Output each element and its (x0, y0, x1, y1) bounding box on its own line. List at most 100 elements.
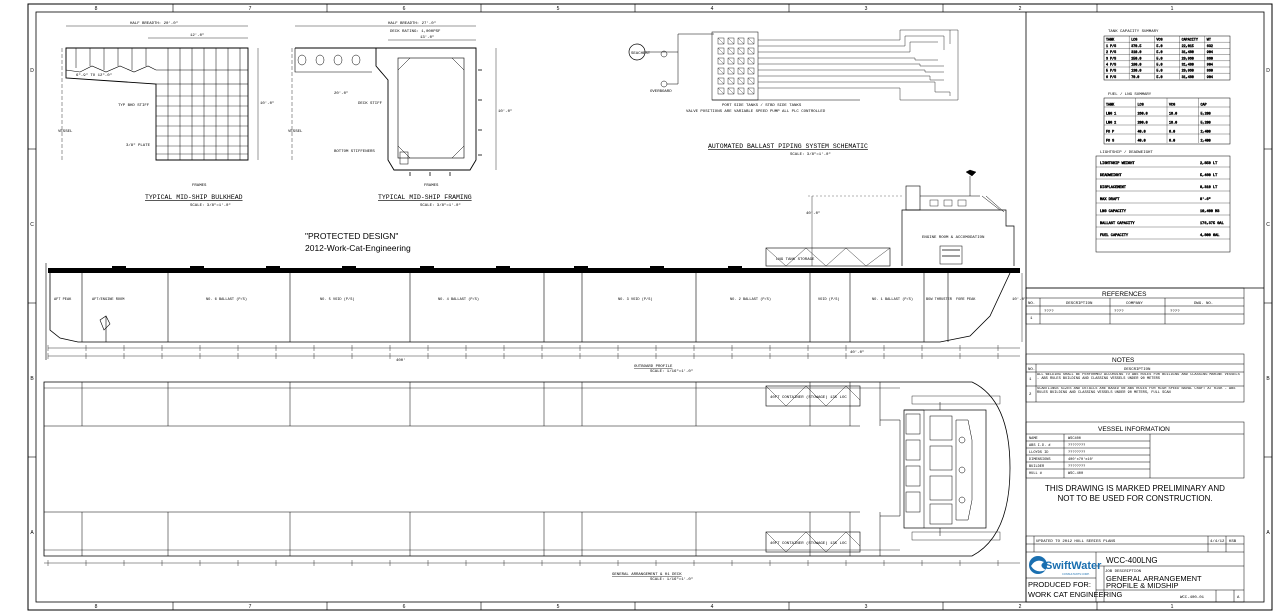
vessel-info-value: ???????? (1068, 444, 1085, 448)
table-second-cell: 2,400 (1201, 140, 1211, 144)
table-third-value: 176,375 GAL (1200, 222, 1224, 226)
notes-table (1025, 353, 1245, 403)
deck-plan-label: GENERAL ARRANGEMENT & 01 DECK (612, 573, 682, 577)
table-main-title: TANK CAPACITY SUMMARY (1108, 30, 1159, 34)
table-second-cell: VCG (1169, 104, 1175, 108)
vessel-info-table (1025, 421, 1245, 479)
bulkhead-half-breadth: HALF BREADTH: 20'-0" (130, 21, 178, 26)
table-main-cell: LCG (1131, 39, 1137, 43)
table-second-cell: 40.0 (1138, 140, 1146, 144)
table-main-cell: 31,480 (1182, 51, 1194, 55)
col-label: 8 (95, 6, 98, 12)
protected-design-line1: "PROTECTED DESIGN" (305, 231, 399, 241)
references-header: DESCRIPTION (1066, 302, 1093, 306)
references-header: NO. (1028, 302, 1035, 306)
table-main-cell: 4 P/S (1106, 63, 1116, 68)
profile-compartment-label: NO. 4 BALLAST (P/S) (438, 297, 479, 302)
ballast-schematic: SEACHEST OVERBOARD PORT SIDE TANKS / STB… (628, 29, 959, 114)
framing-section: HALF BREADTH: 27'-0" DECK RATING: 1,000P… (288, 21, 512, 188)
col-label: 2 (1019, 6, 1022, 12)
notes-header: NO. (1028, 368, 1035, 372)
references-cell: 1 (1030, 317, 1033, 321)
deck-tank-label-2: 40FT CONTAINER (STOWAGE) 135 LOC (770, 541, 847, 546)
table-third-label: DEADWEIGHT (1100, 174, 1122, 178)
preliminary-line2: NOT TO BE USED FOR CONSTRUCTION. (1057, 494, 1212, 503)
table-second-cell: LNG 1 (1106, 113, 1116, 117)
table-second-cell: FO S (1106, 140, 1114, 144)
notes-header: DESCRIPTION (1124, 368, 1151, 372)
profile-compartment-label: FORE PEAK (956, 298, 976, 302)
outboard-profile (45, 169, 1023, 360)
outer-border (27, 3, 1273, 611)
references-header: COMPANY (1126, 302, 1143, 306)
vessel-info-label: LLOYDS ID (1029, 451, 1048, 455)
table-main-cell: 2 P/S (1106, 50, 1116, 55)
profile-compartment-label: NO. 2 BALLAST (P/S) (730, 297, 771, 302)
ballast-title: AUTOMATED BALLAST PIPING SYSTEM SCHEMATI… (708, 143, 868, 150)
vessel-info-label: HULL # (1029, 472, 1043, 476)
vessel-info-value: ???????? (1068, 451, 1085, 455)
protected-design-line2: 2012-Work-Cat-Engineering (305, 243, 411, 253)
table-main-cell: 6 P/S (1106, 75, 1116, 80)
profile-compartment-label: NO. 1 BALLAST (P/S) (872, 297, 913, 302)
vessel-info-value: 400'x70'x10' (1068, 457, 1094, 462)
profile-compartment-label: NO. 6 BALLAST (P/S) (206, 297, 247, 302)
table-third-value: 2,850 LT (1200, 162, 1218, 166)
table-main-cell: 130.0 (1131, 70, 1141, 74)
ballast-scale: SCALE: 3/8"=1'-0" (790, 152, 831, 157)
table-main-cell: 3 P/S (1106, 56, 1116, 61)
deck-plan-sub: SCALE: 1/16"=1'-0" (650, 577, 693, 582)
col-label: 7 (249, 6, 252, 12)
bulkhead-dim-12: 12'-0" (190, 33, 204, 38)
table-main-cell: 31,480 (1182, 76, 1194, 80)
table-main-cell: 904 (1207, 64, 1213, 68)
table-main-cell: 904 (1207, 51, 1213, 55)
table-main-cell: 370.5 (1131, 45, 1141, 49)
profile-sub: SCALE: 1/16"=1'-0" (650, 369, 693, 374)
row-label: D (1266, 68, 1270, 74)
vessel-info-title: VESSEL INFORMATION (1098, 426, 1170, 433)
framing-title: TYPICAL MID-SHIP FRAMING (378, 194, 472, 201)
table-main-cell: CAPACITY (1182, 39, 1198, 43)
table-second-cell: 40.0 (1138, 131, 1146, 135)
profile-compartment-label: AFT/ENGINE ROOM (92, 297, 124, 302)
job-line2: PROFILE & MIDSHIP (1106, 581, 1179, 590)
table-main-cell: 22,015 (1182, 45, 1194, 49)
col-label: 4 (711, 604, 714, 610)
table-main-cell: 310.0 (1131, 51, 1141, 55)
table-second-cell: 6.0 (1169, 131, 1175, 135)
valve-grid (717, 37, 755, 95)
produced-for-label: PRODUCED FOR: (1028, 580, 1091, 589)
bulkhead-scale: SCALE: 3/8"=1'-0" (190, 203, 231, 208)
vessel-info-value: ???????? (1068, 465, 1085, 469)
swiftwater-logo: SwiftWater CONSULTANTS CORP. (1029, 556, 1102, 576)
row-label: A (30, 530, 34, 536)
table-main-cell: 31,480 (1182, 64, 1194, 68)
col-label: 2 (1019, 604, 1022, 610)
table-main-cell: 904 (1207, 76, 1213, 80)
table-second-cell: LNG 2 (1106, 122, 1116, 126)
references-header: DWG. NO. (1194, 302, 1213, 306)
table-main-cell: 29,960 (1182, 70, 1194, 74)
profile-total-length: 400' (396, 358, 406, 363)
row-label: B (1266, 376, 1270, 382)
table-third-label: BALLAST CAPACITY (1100, 222, 1135, 226)
job-line1: GENERAL ARRANGEMENT (1106, 574, 1202, 583)
vessel-info-label: BUILDER (1029, 465, 1045, 469)
notes-cell: SCANTLINGS SIZES AND DETAILS ARE BASED O… (1037, 387, 1236, 396)
framing-dim-side: 20'-0" (334, 91, 348, 96)
table-second-cell: 200.0 (1138, 122, 1148, 126)
deck-tank-label-1: 40FT CONTAINER (STOWAGE) 135 LOC (770, 395, 847, 400)
table-main-cell: 5.0 (1156, 51, 1162, 55)
profile-depth-label: 10'-0" (1012, 297, 1026, 302)
table-main-cell: VCG (1156, 39, 1162, 43)
table-main-cell: 5.0 (1156, 45, 1162, 49)
notes-title: NOTES (1112, 357, 1135, 364)
table-third-label: LNG CAPACITY (1100, 210, 1127, 214)
inner-border (35, 11, 1265, 603)
framing-bottom-note: BOTTOM STIFFENERS (334, 150, 375, 154)
table-second-cell: 2,400 (1201, 131, 1211, 135)
